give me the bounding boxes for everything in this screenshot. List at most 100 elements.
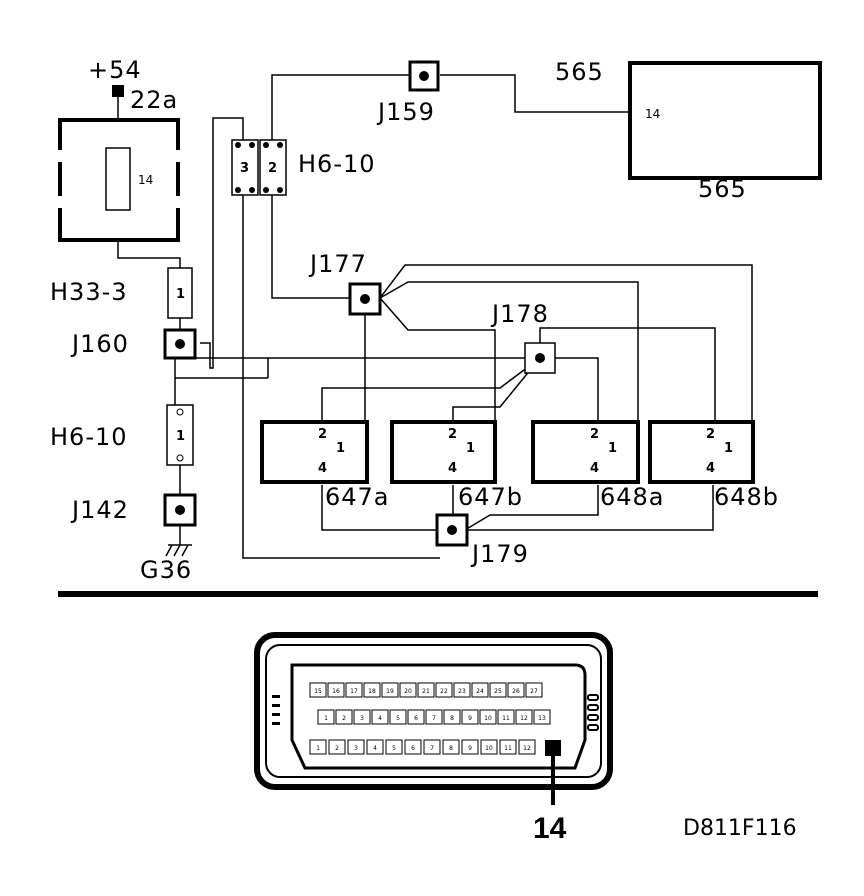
connector-cavity bbox=[471, 682, 489, 698]
connector-cavity bbox=[381, 682, 399, 698]
junction-j159: J159 bbox=[376, 60, 440, 126]
ecu-label-top: 565 bbox=[555, 58, 604, 86]
highlight-cavity bbox=[545, 740, 561, 756]
connector-cavity bbox=[371, 709, 389, 725]
connector-cavity bbox=[353, 709, 371, 725]
h6-10-top-pin2: 2 bbox=[268, 161, 277, 176]
connector-cavity bbox=[425, 709, 443, 725]
connector-cavity bbox=[385, 739, 403, 755]
junction-j142: J142 bbox=[70, 493, 197, 527]
cavity-label: 15 bbox=[314, 688, 322, 695]
ground-icon bbox=[165, 544, 192, 557]
figure-id: D811F116 bbox=[683, 816, 797, 841]
junction-j178: J178 bbox=[490, 300, 556, 374]
connector-cavity bbox=[518, 739, 536, 755]
svg-text:1: 1 bbox=[724, 441, 733, 456]
ecu-box bbox=[628, 61, 822, 180]
cavity-label: 23 bbox=[458, 688, 466, 695]
connector-cavity bbox=[328, 739, 346, 755]
connector-h6-10-top: 3 2 H6-10 bbox=[231, 139, 376, 196]
latch-right-icon bbox=[587, 694, 599, 731]
connector-cavity bbox=[489, 682, 507, 698]
fuse-icon bbox=[105, 147, 131, 211]
connector-cavity bbox=[453, 682, 471, 698]
divider bbox=[58, 591, 818, 597]
cavity-label: 6 bbox=[411, 745, 415, 752]
cavity-label: 10 bbox=[484, 715, 492, 722]
supply-label: +54 bbox=[88, 56, 142, 84]
cavity-label: 12 bbox=[520, 715, 528, 722]
cavity-label: 3 bbox=[360, 715, 364, 722]
connector-cavity bbox=[404, 739, 422, 755]
sensor-label: 647a bbox=[325, 483, 390, 511]
svg-text:4: 4 bbox=[318, 461, 327, 476]
cavity-label: 25 bbox=[494, 688, 502, 695]
connector-cavity bbox=[461, 739, 479, 755]
j160-label: J160 bbox=[70, 330, 129, 358]
connector-cavity bbox=[335, 709, 353, 725]
j159-label: J159 bbox=[376, 98, 435, 126]
ecu-pin-label: 14 bbox=[645, 107, 660, 121]
svg-text:2: 2 bbox=[318, 427, 327, 442]
connector-cavity bbox=[443, 709, 461, 725]
h6-10-top-label: H6-10 bbox=[298, 150, 376, 178]
junction-dot-icon bbox=[447, 525, 457, 535]
connector-cavity bbox=[309, 739, 327, 755]
fuse-pin-label: 14 bbox=[138, 173, 153, 187]
h6-10-top-pin3: 3 bbox=[240, 161, 249, 176]
cavity-label: 11 bbox=[504, 745, 512, 752]
connector-cavity bbox=[317, 709, 335, 725]
cavity-label: 18 bbox=[368, 688, 376, 695]
junction-j177: J177 bbox=[308, 250, 382, 316]
cavity-label: 27 bbox=[530, 688, 538, 695]
cavity-label: 10 bbox=[485, 745, 493, 752]
ground-label: G36 bbox=[140, 556, 192, 584]
cavity-label: 13 bbox=[538, 715, 546, 722]
connector-cavity bbox=[480, 739, 498, 755]
connector-cavity bbox=[309, 682, 327, 698]
connector-cavity bbox=[507, 682, 525, 698]
svg-text:4: 4 bbox=[448, 461, 457, 476]
j142-label: J142 bbox=[70, 496, 129, 524]
svg-text:2: 2 bbox=[706, 427, 715, 442]
junction-dot-icon bbox=[360, 294, 370, 304]
sensor-647b: 2 1 4 647b bbox=[390, 420, 522, 511]
connector-cavity bbox=[515, 709, 533, 725]
connector-h33-3: 1 H33-3 bbox=[50, 267, 193, 319]
junction-dot-icon bbox=[419, 71, 429, 81]
connector-cavity bbox=[497, 709, 515, 725]
cavity-label: 7 bbox=[432, 715, 436, 722]
ecu-label-bottom: 565 bbox=[698, 175, 747, 203]
connector-cavity bbox=[366, 739, 384, 755]
cavity-label: 22 bbox=[440, 688, 448, 695]
svg-text:4: 4 bbox=[706, 461, 715, 476]
j179-label: J179 bbox=[470, 540, 529, 568]
cavity-label: 4 bbox=[373, 745, 377, 752]
junction-dot-icon bbox=[175, 505, 185, 515]
svg-text:2: 2 bbox=[590, 427, 599, 442]
h33-3-label: H33-3 bbox=[50, 278, 128, 306]
junction-j179: J179 bbox=[435, 513, 529, 568]
h6-10-left-pin: 1 bbox=[176, 429, 185, 444]
connector-cavity bbox=[363, 682, 381, 698]
sensor-648b: 2 1 4 648b bbox=[648, 420, 778, 511]
connector-cavity bbox=[399, 682, 417, 698]
cavity-label: 20 bbox=[404, 688, 412, 695]
connector-cavity bbox=[347, 739, 365, 755]
connector-cavity bbox=[525, 682, 543, 698]
cavity-label: 19 bbox=[386, 688, 394, 695]
svg-text:2: 2 bbox=[448, 427, 457, 442]
junction-dot-icon bbox=[535, 353, 545, 363]
junction-j160: J160 bbox=[70, 328, 197, 360]
cavity-label: 11 bbox=[502, 715, 510, 722]
supply-terminal-icon bbox=[112, 85, 124, 97]
cavity-label: 1 bbox=[316, 745, 320, 752]
connector-cavity bbox=[533, 709, 551, 725]
connector-cavity bbox=[417, 682, 435, 698]
connector-cavity bbox=[345, 682, 363, 698]
supply-terminal: +54 22a bbox=[88, 56, 177, 114]
cavity-label: 7 bbox=[430, 745, 434, 752]
